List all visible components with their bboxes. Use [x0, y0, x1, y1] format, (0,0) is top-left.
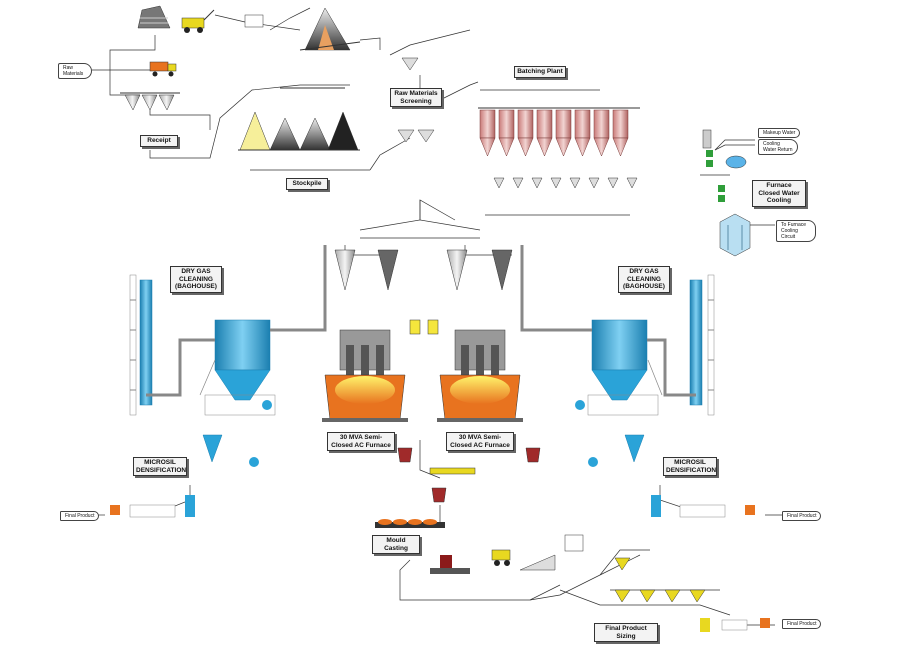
mould-casting-label: Mould Casting	[372, 535, 420, 554]
batching-silo	[593, 109, 610, 157]
batching-silo	[574, 109, 591, 157]
final-product-right-tag: Final Product	[782, 511, 822, 521]
batching-silo	[555, 109, 572, 157]
batching-feeder	[550, 177, 562, 189]
crusher-icon	[244, 14, 264, 28]
stockpile-piles	[238, 87, 360, 151]
batching-feeder	[531, 177, 543, 189]
right-stack	[689, 274, 715, 416]
batching-silos	[478, 107, 640, 157]
mould-casting-line	[375, 519, 470, 574]
raw-materials-tag: Raw Materials	[58, 63, 92, 79]
microsil-right	[588, 434, 755, 518]
final-product-bottom-tag: Final Product	[782, 619, 822, 629]
final-sizing-equipment	[491, 534, 770, 632]
furnace-right-label: 30 MVA Semi-Closed AC Furnace	[446, 432, 514, 451]
furnace-left	[322, 249, 408, 422]
batching-silo	[479, 109, 496, 157]
batching-feeder	[512, 177, 524, 189]
main-stockpile-cone	[299, 7, 361, 51]
batching-silo	[498, 109, 515, 157]
batching-silo	[536, 109, 553, 157]
microsil-right-label: MICROSIL DENSIFICATION	[663, 457, 717, 476]
receipt-hoppers	[120, 92, 180, 111]
batching-feeder	[588, 177, 600, 189]
dry-gas-cleaning-right-label: DRY GAS CLEANING (BAGHOUSE)	[618, 266, 670, 293]
left-baghouse	[199, 319, 276, 416]
raw-material-pile	[137, 5, 171, 29]
to-furnace-circuit-tag: To Furnace Cooling Circuit	[776, 220, 816, 242]
receipt-label: Receipt	[140, 135, 178, 147]
right-baghouse	[575, 319, 663, 416]
makeup-water-tag: Makeup Water	[758, 128, 801, 138]
final-product-left-tag: Final Product	[60, 511, 100, 521]
screen-hoppers	[397, 57, 435, 143]
cooling-water-return-tag: Cooling Water Return	[758, 139, 798, 155]
final-product-sizing-label: Final Product Sizing	[594, 623, 658, 642]
truck-icon	[149, 61, 177, 77]
furnace-right	[437, 249, 523, 422]
batching-feeder	[569, 177, 581, 189]
stockpile-label: Stockpile	[286, 178, 328, 190]
gas-ducts	[146, 245, 696, 397]
batching-plant-label: Batching Plant	[514, 66, 566, 78]
left-stack	[129, 274, 153, 416]
ladles	[397, 447, 541, 503]
furnace-left-label: 30 MVA Semi-Closed AC Furnace	[327, 432, 395, 451]
microsil-left-label: MICROSIL DENSIFICATION	[133, 457, 187, 476]
batching-feeder	[493, 177, 505, 189]
water-cooling-unit	[702, 129, 751, 257]
dry-gas-cleaning-left-label: DRY GAS CLEANING (BAGHOUSE)	[170, 266, 222, 293]
transformer-icons	[409, 319, 439, 335]
microsil-left	[110, 434, 259, 518]
raw-materials-screening-label: Raw Materials Screening	[390, 88, 442, 107]
batching-feeder	[607, 177, 619, 189]
front-loader-icon	[181, 9, 215, 33]
batching-silo	[612, 109, 629, 157]
batching-feeders	[493, 177, 638, 189]
batching-silo	[517, 109, 534, 157]
batching-feeder	[626, 177, 638, 189]
furnace-cooling-label: Furnace Closed Water Cooling	[752, 180, 806, 207]
